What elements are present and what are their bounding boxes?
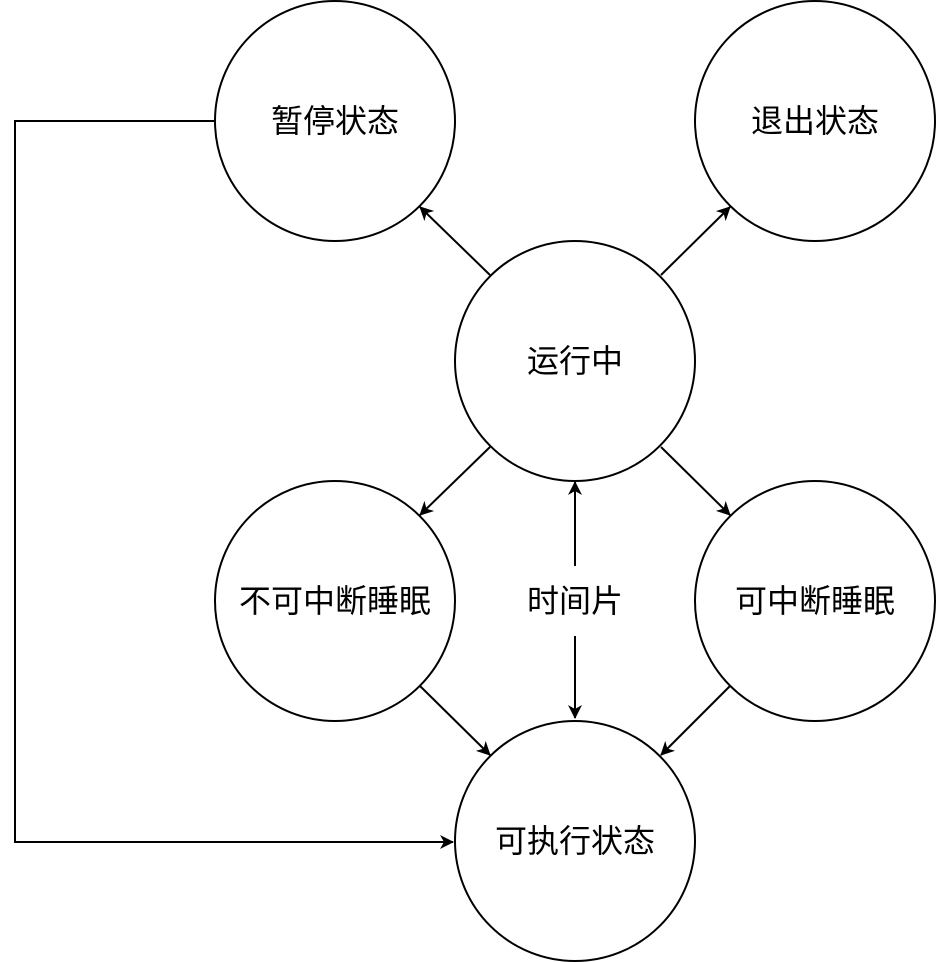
node-running-label: 运行中 <box>527 342 623 380</box>
edge-running-to-exited <box>660 206 731 276</box>
edge-interruptible-sleep-to-runnable <box>660 685 731 756</box>
edge-uninterruptible-sleep-to-runnable <box>419 685 491 756</box>
node-paused-label: 暂停状态 <box>271 102 399 140</box>
time-slice-label: 时间片 <box>527 582 623 620</box>
node-running: 运行中 <box>454 240 696 482</box>
node-interruptible-sleep: 可中断睡眠 <box>694 480 936 722</box>
node-exited-label: 退出状态 <box>751 102 879 140</box>
edge-running-to-uninterruptible-sleep <box>419 446 491 516</box>
edge-paused-to-runnable <box>14 120 454 849</box>
node-runnable: 可执行状态 <box>454 720 696 962</box>
node-uninterruptible-sleep: 不可中断睡眠 <box>214 480 456 722</box>
node-paused: 暂停状态 <box>214 0 456 242</box>
node-runnable-label: 可执行状态 <box>495 822 655 860</box>
node-exited: 退出状态 <box>694 0 936 242</box>
node-interruptible-sleep-label: 可中断睡眠 <box>735 582 895 620</box>
edge-running-to-paused <box>419 206 491 276</box>
node-uninterruptible-sleep-label: 不可中断睡眠 <box>239 582 431 620</box>
edge-running-to-interruptible-sleep <box>660 446 731 516</box>
